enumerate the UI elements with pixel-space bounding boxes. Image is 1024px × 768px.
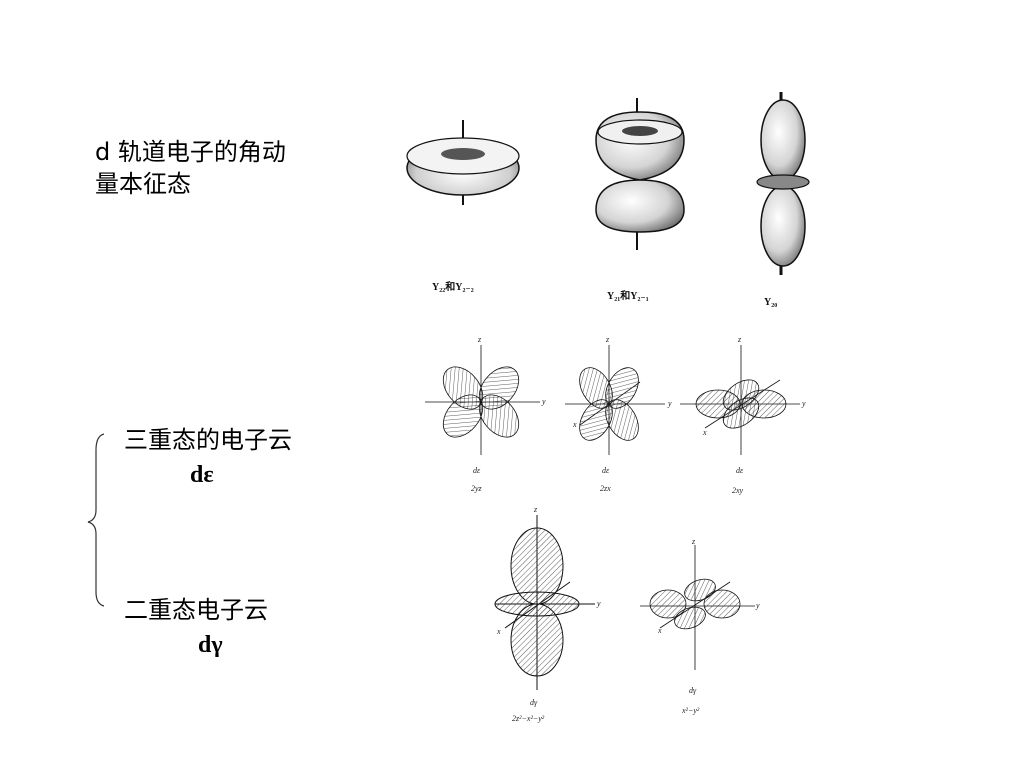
triplet-symbol: dε [190,462,214,488]
caption-dx2y2-expr: x²−y² [682,706,700,715]
slide-title-line2: 量本征态 [95,170,191,198]
axis-z-label: z [478,335,482,344]
caption-y20: Y₂₀ [764,297,778,308]
axis-x-label: x [658,626,662,635]
axis-y-label: y [802,399,806,408]
orbital-2xy [680,345,800,455]
axis-z-label: z [738,335,742,344]
orbital-2zx [565,345,665,455]
axis-z-label: z [534,505,538,514]
caption-y21: Y₂₁和Y₂₋₁ [607,291,649,302]
axis-y-label: y [597,599,601,608]
axis-z-label: z [606,335,610,344]
axis-y-label: y [756,601,760,610]
caption-2zx-expr: 2zx [600,484,611,493]
curly-brace [87,433,105,607]
orbital-y22 [406,120,520,205]
axis-x-label: x [573,420,577,429]
orbital-y20 [756,92,810,275]
caption-2xy-expr: 2xy [732,486,744,495]
caption-2yz-name: dε [473,466,481,475]
caption-y22: Y₂₂和Y₂₋₂ [432,282,474,293]
orbital-dx2-y2 [640,545,755,670]
slide-title: d 轨道电子的角动 量本征态 [95,136,286,200]
axis-y-label: y [542,397,546,406]
orbital-dz2 [494,515,595,690]
caption-dx2y2-name: dγ [689,686,697,695]
caption-dz2-name: dγ [530,698,538,707]
doublet-symbol: dγ [198,632,223,658]
caption-dz2-expr: 2z²−x²−y² [512,714,545,723]
triplet-label: 三重态的电子云 [124,426,292,454]
axis-z-label: z [692,537,696,546]
orbital-y21 [595,98,685,250]
slide-title-line1: d 轨道电子的角动 [95,138,286,166]
caption-2zx-name: dε [602,466,610,475]
doublet-label: 二重态电子云 [124,596,268,624]
caption-2yz-expr: 2yz [471,484,482,493]
axis-x-label: x [703,428,707,437]
orbital-2yz [425,345,540,455]
axis-x-label: x [497,627,501,636]
axis-y-label: y [668,399,672,408]
caption-2xy-name: dε [736,466,744,475]
